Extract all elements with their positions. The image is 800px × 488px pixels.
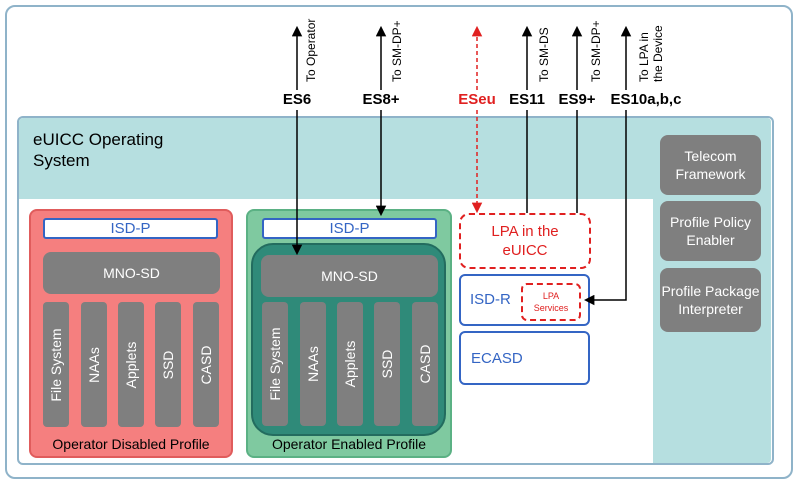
lpa-in-euicc-box: LPA in the eUICC <box>459 213 591 269</box>
es6-label: ES6 <box>282 91 312 108</box>
enabled-col-ssd: SSD <box>374 302 400 426</box>
disabled-profile-label: Operator Disabled Profile <box>52 436 210 452</box>
es8-label: ES8+ <box>362 91 400 108</box>
enabled-profile-label: Operator Enabled Profile <box>271 436 427 452</box>
eseu-label: ESeu <box>458 91 496 108</box>
lpa-services-box: LPA Services <box>521 283 581 321</box>
profile-package-interpreter-box: Profile Package Interpreter <box>660 268 761 332</box>
enabled-col-file-system: File System <box>262 302 288 426</box>
isdp-disabled: ISD-P <box>43 218 218 239</box>
disabled-col-applets: Applets <box>118 302 144 427</box>
enabled-col-applets: Applets <box>337 302 363 426</box>
mnosd-enabled: MNO-SD <box>261 255 438 297</box>
enabled-col-casd: CASD <box>412 302 438 426</box>
ecasd-box: ECASD <box>459 331 590 385</box>
profile-policy-enabler-box: Profile Policy Enabler <box>660 201 761 261</box>
os-band <box>19 118 771 199</box>
es10-label: ES10a,b,c <box>610 91 682 108</box>
isdp-enabled: ISD-P <box>262 218 437 239</box>
disabled-col-file-system: File System <box>43 302 69 427</box>
enabled-col-naas: NAAs <box>300 302 326 426</box>
mnosd-disabled: MNO-SD <box>43 252 220 294</box>
es10-arrow-to-lpa-services <box>583 110 627 306</box>
es9-label: ES9+ <box>558 91 596 108</box>
es11-label: ES11 <box>509 91 545 108</box>
disabled-col-ssd: SSD <box>155 302 181 427</box>
isdr-label: ISD-R <box>470 291 511 308</box>
disabled-col-naas: NAAs <box>81 302 107 427</box>
isdr-box: ISD-R LPA Services <box>459 274 590 326</box>
os-label: eUICC Operating System <box>33 130 164 170</box>
disabled-col-casd: CASD <box>193 302 219 427</box>
telecom-framework-box: Telecom Framework <box>660 135 761 195</box>
